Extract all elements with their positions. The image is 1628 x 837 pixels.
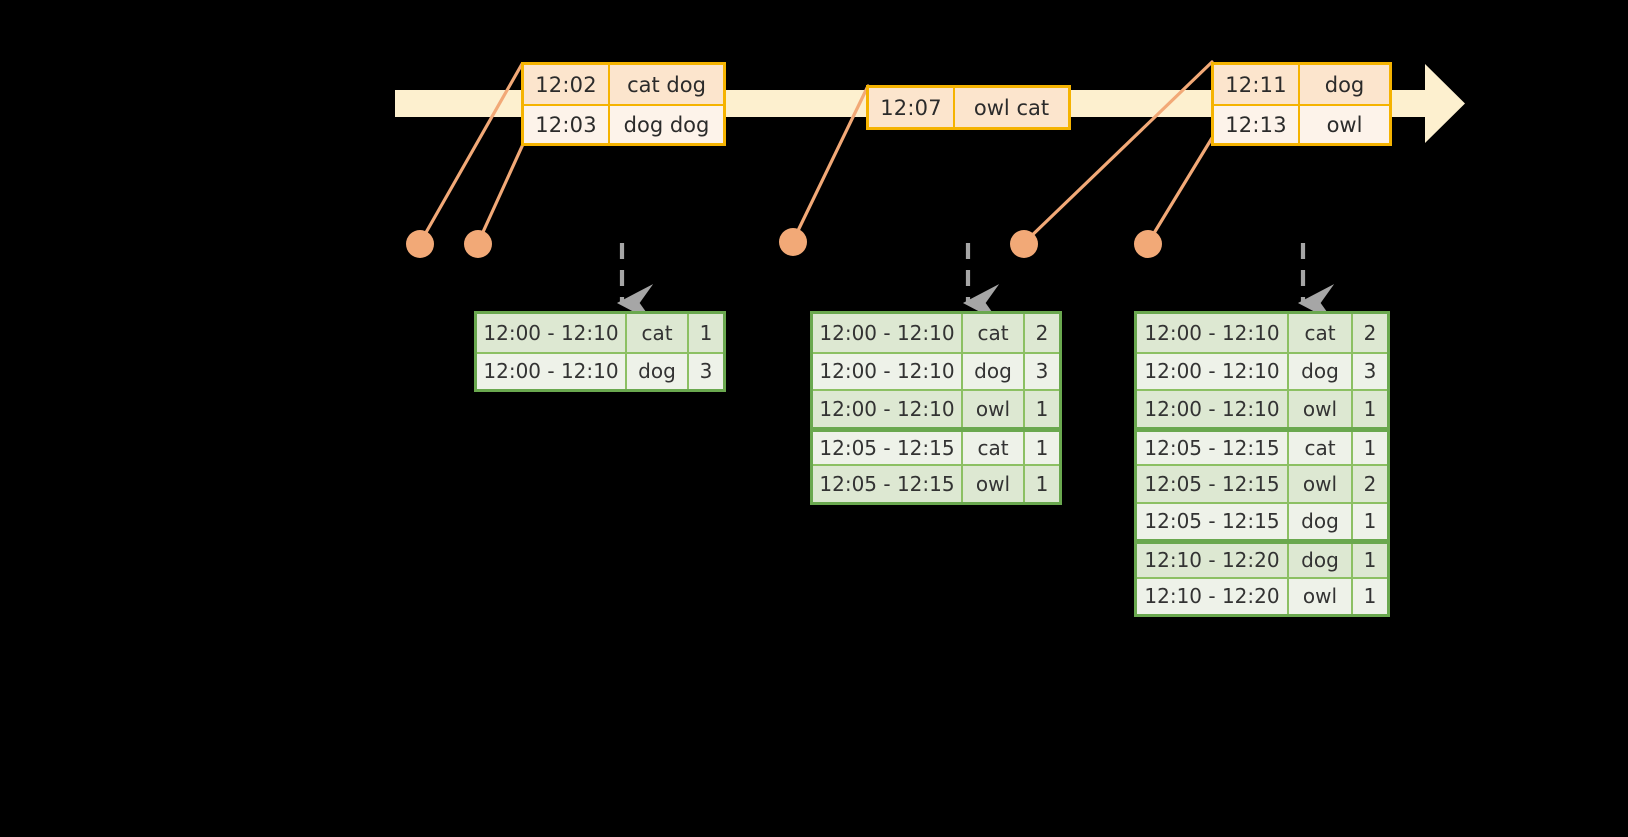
cell-count: 3 (1035, 359, 1049, 384)
event-time: 12:03 (524, 106, 610, 143)
cell-count: 1 (1035, 396, 1049, 421)
connector-line-1 (418, 62, 524, 245)
marker-dot-5 (1134, 230, 1162, 258)
event-words: owl (1326, 112, 1363, 137)
cell-window: 12:05 - 12:15 (1137, 503, 1289, 539)
cell-key: dog (1289, 544, 1353, 577)
cell-count: 1 (1363, 396, 1377, 421)
cell-window: 12:00 - 12:10 (1137, 391, 1289, 427)
cell-key: owl (1289, 578, 1353, 614)
marker-dot-4 (1010, 230, 1038, 258)
cell-count: 2 (1363, 471, 1377, 496)
cell-window: 12:05 - 12:15 (813, 431, 963, 464)
event-time: 12:02 (524, 65, 610, 104)
cell-window: 12:10 - 12:20 (1137, 578, 1289, 614)
marker-dot-3 (779, 228, 807, 256)
connector-line-4 (1022, 60, 1214, 245)
cell-key: cat (1289, 431, 1353, 464)
event-time: 12:07 (869, 88, 955, 127)
marker-connector-lines (418, 60, 1214, 245)
emit-arrows (616, 243, 1335, 322)
cell-key: cat (963, 431, 1025, 464)
cell-count: 1 (1363, 584, 1377, 609)
connector-line-5 (1146, 136, 1214, 245)
cell-key: dog (1289, 503, 1353, 539)
cell-window: 12:00 - 12:10 (1137, 353, 1289, 389)
event-time: 12:11 (1214, 65, 1300, 104)
event-row[interactable]: 12:11 dog (1214, 65, 1389, 104)
marker-dot-1 (406, 230, 434, 258)
event-box-group-1[interactable]: 12:02 cat dog 12:03 dog dog (521, 62, 726, 146)
event-row[interactable]: 12:13 owl (1214, 104, 1389, 143)
event-row[interactable]: 12:02 cat dog (524, 65, 723, 104)
cell-key: dog (1289, 353, 1353, 389)
event-words: owl cat (973, 95, 1050, 120)
cell-count: 1 (1035, 471, 1049, 496)
event-box-group-3[interactable]: 12:11 dog 12:13 owl (1211, 62, 1392, 146)
cell-key: dog (963, 353, 1025, 389)
cell-window: 12:00 - 12:10 (477, 314, 627, 352)
cell-count: 2 (1035, 320, 1049, 345)
cell-count: 2 (1363, 320, 1377, 345)
cell-key: owl (1289, 466, 1353, 502)
cell-window: 12:05 - 12:15 (1137, 431, 1289, 464)
cell-count: 1 (1363, 548, 1377, 573)
event-row[interactable]: 12:03 dog dog (524, 104, 723, 143)
cell-key: owl (1289, 391, 1353, 427)
cell-window: 12:00 - 12:10 (813, 353, 963, 389)
event-words: cat dog (627, 72, 706, 97)
cell-window: 12:05 - 12:15 (1137, 466, 1289, 502)
cell-window: 12:00 - 12:10 (477, 353, 627, 389)
cell-window: 12:00 - 12:10 (1137, 314, 1289, 352)
cell-count: 3 (699, 359, 713, 384)
cell-window: 12:00 - 12:10 (813, 314, 963, 352)
event-time: 12:13 (1214, 106, 1300, 143)
cell-count: 3 (1363, 359, 1377, 384)
cell-window: 12:05 - 12:15 (813, 466, 963, 502)
cell-key: cat (1289, 314, 1353, 352)
cell-key: dog (627, 353, 689, 389)
cell-key: owl (963, 466, 1025, 502)
cell-key: cat (963, 314, 1025, 352)
cell-count: 1 (1363, 509, 1377, 534)
event-words: dog dog (623, 112, 710, 137)
cell-window: 12:10 - 12:20 (1137, 544, 1289, 577)
cell-window: 12:00 - 12:10 (813, 391, 963, 427)
marker-dots (406, 228, 1162, 258)
cell-key: owl (963, 391, 1025, 427)
cell-count: 1 (699, 320, 713, 345)
cell-key: cat (627, 314, 689, 352)
cell-count: 1 (1363, 435, 1377, 460)
event-box-group-2[interactable]: 12:07 owl cat (866, 85, 1071, 130)
connector-line-2 (476, 140, 526, 245)
event-row[interactable]: 12:07 owl cat (869, 88, 1068, 127)
cell-count: 1 (1035, 435, 1049, 460)
marker-dot-2 (464, 230, 492, 258)
connector-line-3 (791, 84, 870, 243)
event-words: dog (1324, 72, 1365, 97)
